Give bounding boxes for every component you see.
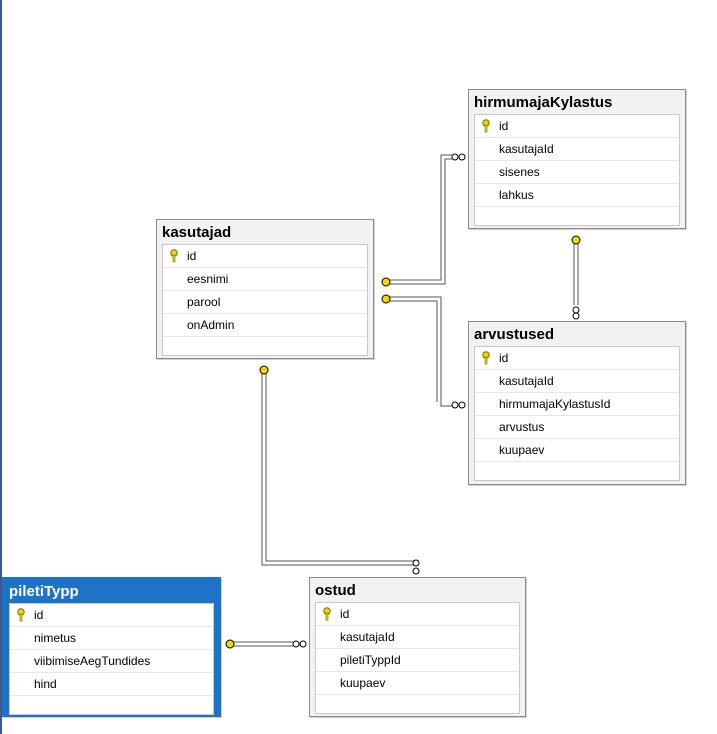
key-endpoint-icon xyxy=(381,277,391,287)
column-row[interactable]: id xyxy=(163,245,367,268)
column-list: id nimetus viibimiseAegTundides hind xyxy=(9,603,214,715)
relationship-piletiTypp-ostud[interactable] xyxy=(232,641,293,647)
infinity-endpoint-icon xyxy=(451,153,459,161)
infinity-endpoint-icon xyxy=(572,312,580,320)
table-title[interactable]: piletiTypp xyxy=(4,579,219,603)
key-endpoint-icon xyxy=(259,365,269,375)
column-row[interactable]: sisenes xyxy=(475,161,679,184)
infinity-endpoint-icon xyxy=(458,401,466,409)
column-row[interactable]: kasutajaId xyxy=(475,370,679,393)
table-title[interactable]: arvustused xyxy=(469,322,685,346)
column-name: kasutajaId xyxy=(499,142,554,156)
column-name: sisenes xyxy=(499,165,540,179)
table-title[interactable]: ostud xyxy=(310,578,525,602)
empty-row xyxy=(475,207,679,225)
table-arvustused[interactable]: arvustused id kasutajaId hirmumajaKylast… xyxy=(468,321,686,485)
infinity-endpoint-icon xyxy=(458,153,466,161)
key-icon xyxy=(323,607,331,621)
infinity-endpoint-icon xyxy=(451,401,459,409)
key-icon xyxy=(482,351,490,365)
column-name: hind xyxy=(34,677,57,691)
column-name: kuupaev xyxy=(340,676,386,690)
column-name: id xyxy=(499,351,509,365)
column-list: id kasutajaId hirmumajaKylastusId arvust… xyxy=(474,346,680,481)
column-row[interactable]: kasutajaId xyxy=(475,138,679,161)
infinity-endpoint-icon xyxy=(412,567,420,575)
infinity-endpoint-icon xyxy=(412,559,420,567)
column-row[interactable]: parool xyxy=(163,291,367,314)
table-title[interactable]: hirmumajaKylastus xyxy=(469,90,685,114)
column-row[interactable]: nimetus xyxy=(10,627,213,650)
column-row[interactable]: hind xyxy=(10,673,213,696)
column-name: arvustus xyxy=(499,420,545,434)
table-kasutajad[interactable]: kasutajad id eesnimi parool onAdmin xyxy=(156,219,374,359)
column-row[interactable]: id xyxy=(475,347,679,370)
column-row[interactable]: arvustus xyxy=(475,416,679,439)
column-name: onAdmin xyxy=(187,318,235,332)
column-name: viibimiseAegTundides xyxy=(34,654,151,668)
column-row[interactable]: id xyxy=(10,604,213,627)
column-list: id kasutajaId piletiTyppId kuupaev xyxy=(315,602,520,714)
column-name: eesnimi xyxy=(187,272,229,286)
column-name: parool xyxy=(187,295,221,309)
column-name: lahkus xyxy=(499,188,534,202)
column-row[interactable]: piletiTyppId xyxy=(316,649,519,672)
key-icon xyxy=(170,249,178,263)
relationship-kasutajad-hirmumajaKylastus[interactable] xyxy=(383,154,452,285)
column-row[interactable]: viibimiseAegTundides xyxy=(10,650,213,673)
table-title[interactable]: kasutajad xyxy=(157,220,373,244)
key-endpoint-icon xyxy=(225,639,235,649)
relationship-hirmumajaKylastus-arvustused[interactable] xyxy=(573,240,579,305)
column-row[interactable]: id xyxy=(316,603,519,626)
column-row[interactable]: kuupaev xyxy=(475,439,679,462)
column-name: id xyxy=(499,119,509,133)
key-endpoint-icon xyxy=(381,294,391,304)
infinity-endpoint-icon xyxy=(299,640,307,648)
column-name: id xyxy=(187,249,197,263)
infinity-endpoint-icon xyxy=(292,640,300,648)
infinity-endpoint-icon xyxy=(572,306,580,314)
column-row[interactable]: onAdmin xyxy=(163,314,367,337)
empty-row xyxy=(163,337,367,355)
column-row[interactable]: id xyxy=(475,115,679,138)
key-endpoint-icon xyxy=(571,235,581,245)
column-name: kasutajaId xyxy=(340,630,395,644)
column-list: id eesnimi parool onAdmin xyxy=(162,244,368,356)
column-list: id kasutajaId sisenes lahkus xyxy=(474,114,680,226)
relationship-kasutajad-ostud[interactable] xyxy=(261,370,419,566)
column-name: kasutajaId xyxy=(499,374,554,388)
table-ostud[interactable]: ostud id kasutajaId piletiTyppId kuupaev xyxy=(309,577,526,717)
column-row[interactable]: hirmumajaKylastusId xyxy=(475,393,679,416)
table-hirmumajaKylastus[interactable]: hirmumajaKylastus id kasutajaId sisenes … xyxy=(468,89,686,229)
column-name: kuupaev xyxy=(499,443,545,457)
column-name: piletiTyppId xyxy=(340,653,401,667)
column-name: id xyxy=(34,608,44,622)
window-left-border xyxy=(0,0,2,734)
empty-row xyxy=(475,462,679,480)
relationship-kasutajad-arvustused[interactable] xyxy=(383,296,452,407)
key-icon xyxy=(482,119,490,133)
column-name: id xyxy=(340,607,350,621)
column-row[interactable]: lahkus xyxy=(475,184,679,207)
key-icon xyxy=(17,608,25,622)
column-name: hirmumajaKylastusId xyxy=(499,397,611,411)
table-piletiTypp[interactable]: piletiTypp id nimetus viibimiseAegTundid… xyxy=(2,577,221,717)
column-row[interactable]: kasutajaId xyxy=(316,626,519,649)
column-row[interactable]: kuupaev xyxy=(316,672,519,695)
column-row[interactable]: eesnimi xyxy=(163,268,367,291)
empty-row xyxy=(316,695,519,713)
column-name: nimetus xyxy=(34,631,77,645)
empty-row xyxy=(10,696,213,714)
